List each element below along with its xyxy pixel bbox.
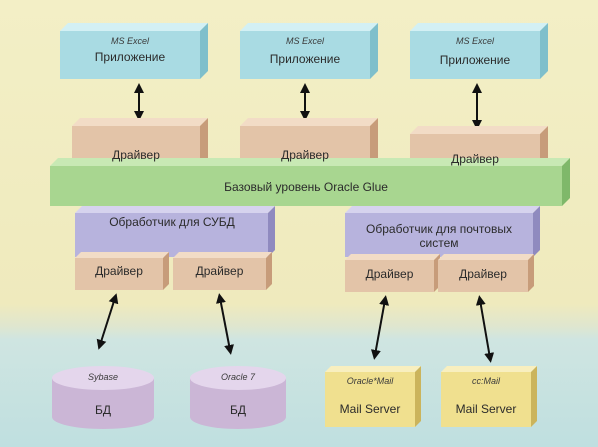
mail-driver-box-1 — [345, 254, 440, 292]
arrow-driver-oracle7 — [216, 293, 234, 355]
app-box-3 — [410, 23, 548, 79]
dbms-driver-label-1: Драйвер — [95, 264, 143, 278]
app-label-2: Приложение — [269, 52, 341, 66]
glue-band-label: Базовый уровень Oracle Glue — [224, 180, 388, 194]
mail-driver-label-2: Драйвер — [459, 267, 507, 281]
dbms-driver-label-2: Драйвер — [195, 264, 244, 278]
app-brand-1: MS Excel — [110, 36, 149, 46]
mail-server-brand-1: Oracle*Mail — [346, 376, 394, 386]
arrow-driver-ccmail — [475, 295, 495, 363]
top-driver-label-3: Драйвер — [451, 152, 499, 166]
arrow-driver-oraclemail — [370, 295, 390, 360]
mail-server-box-2 — [441, 366, 537, 427]
dbms-driver-box-2 — [173, 252, 272, 290]
mail-driver-label-1: Драйвер — [365, 267, 414, 281]
mail-server-box-1 — [325, 366, 421, 427]
database-brand-1: Sybase — [87, 372, 119, 382]
mail-handler-box — [345, 206, 540, 257]
glue-band — [50, 158, 570, 206]
app-brand-2: MS Excel — [285, 36, 324, 46]
top-driver-label-2: Драйвер — [281, 148, 329, 162]
mail-handler-label: Обработчик для почтовых систем — [366, 222, 512, 250]
top-driver-label-1: Драйвер — [112, 148, 160, 162]
mail-server-label-2: Mail Server — [455, 402, 517, 416]
app-label-3: Приложение — [439, 53, 511, 67]
dbms-driver-box-1 — [75, 252, 169, 290]
database-cylinder-2 — [190, 366, 286, 429]
arrow-driver-sybase — [96, 293, 119, 350]
database-brand-2: Oracle 7 — [220, 372, 255, 382]
database-label-2: БД — [229, 403, 246, 417]
mail-driver-box-2 — [438, 254, 534, 292]
dbms-handler-box — [75, 206, 275, 257]
mail-server-label-1: Mail Server — [339, 402, 401, 416]
mail-server-brand-2: cc:Mail — [471, 376, 500, 386]
app-brand-3: MS Excel — [455, 36, 494, 46]
app-box-2 — [240, 23, 378, 79]
app-box-1 — [60, 23, 208, 79]
database-cylinder-1 — [52, 366, 154, 429]
database-label-1: БД — [94, 403, 111, 417]
app-label-1: Приложение — [94, 50, 166, 64]
dbms-handler-label: Обработчик для СУБД — [109, 215, 235, 229]
